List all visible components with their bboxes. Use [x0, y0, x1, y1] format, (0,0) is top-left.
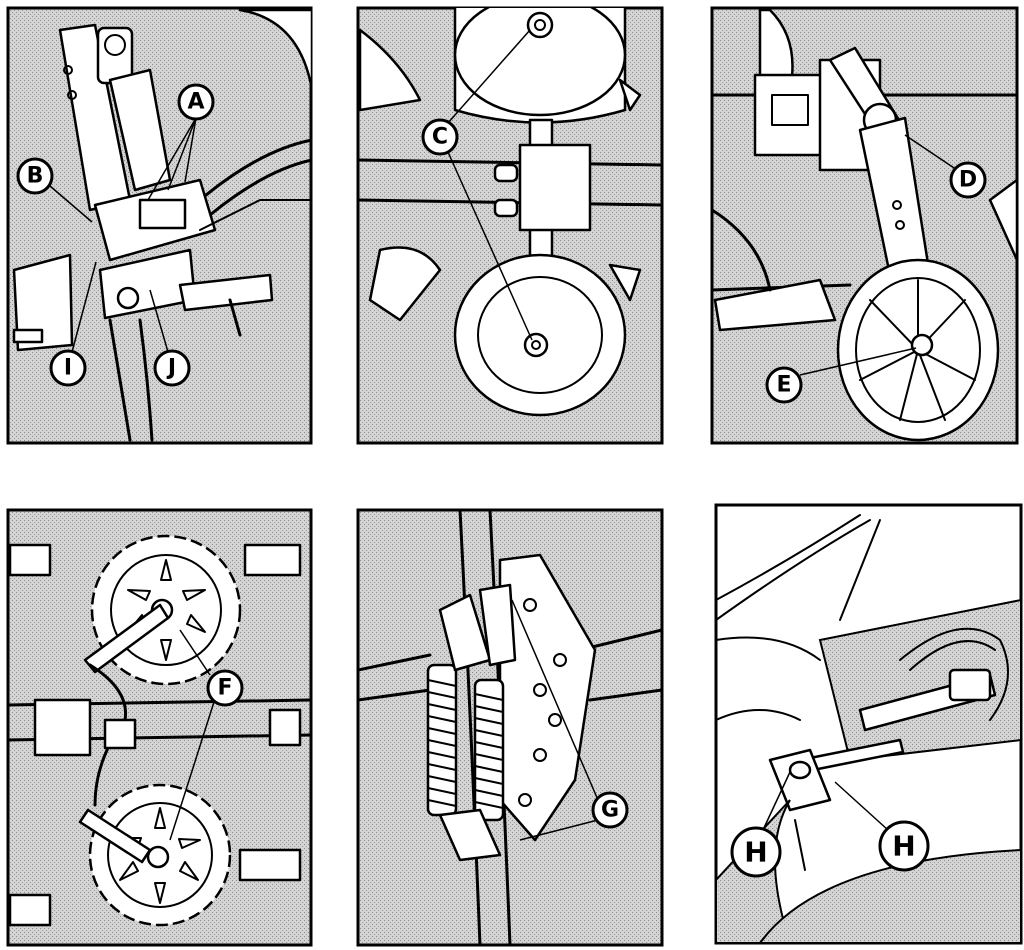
svg-text:G: G: [601, 798, 619, 823]
svg-text:I: I: [64, 356, 72, 381]
gauge-wheels-leaders: [439, 29, 533, 341]
panel-hitch: A B I J: [6, 6, 313, 445]
arm-wheel-drawing: [712, 8, 1017, 442]
panel-springs: G: [356, 508, 664, 947]
svg-text:J: J: [166, 356, 176, 381]
svg-text:H: H: [744, 836, 767, 869]
cylinder-linkage-leaders: [762, 771, 889, 831]
callout-b: B: [16, 157, 54, 195]
callout-h-left: H: [730, 826, 782, 878]
svg-text:E: E: [776, 373, 791, 398]
svg-text:C: C: [432, 125, 448, 150]
svg-text:B: B: [27, 164, 44, 189]
panel-arm-wheel: D E: [710, 6, 1019, 445]
springs-leaders: [511, 599, 599, 841]
svg-text:F: F: [217, 676, 232, 701]
cylinder-linkage-drawing: [716, 514, 1021, 943]
callout-f: F: [206, 669, 244, 707]
svg-text:D: D: [959, 168, 977, 193]
callout-g: G: [591, 791, 629, 829]
hitch-drawing: [12, 8, 311, 442]
callout-c: C: [421, 118, 459, 156]
callout-d: D: [949, 161, 987, 199]
hitch-leaders: [49, 117, 197, 353]
callout-i: I: [49, 349, 87, 387]
callout-e: E: [765, 366, 803, 404]
svg-text:H: H: [892, 830, 915, 863]
callout-j: J: [153, 349, 191, 387]
callout-h-right: H: [878, 820, 930, 872]
svg-text:A: A: [187, 90, 204, 115]
panel-notched-discs: F: [6, 508, 313, 947]
gauge-wheels-drawing: [358, 8, 662, 417]
callout-a: A: [177, 83, 215, 121]
notched-discs-leaders: [169, 629, 215, 841]
notched-discs-drawing: [8, 534, 311, 927]
panel-cylinder-linkage: H H: [714, 503, 1023, 945]
panel-gauge-wheels: C: [356, 6, 664, 445]
springs-drawing: [358, 510, 662, 945]
